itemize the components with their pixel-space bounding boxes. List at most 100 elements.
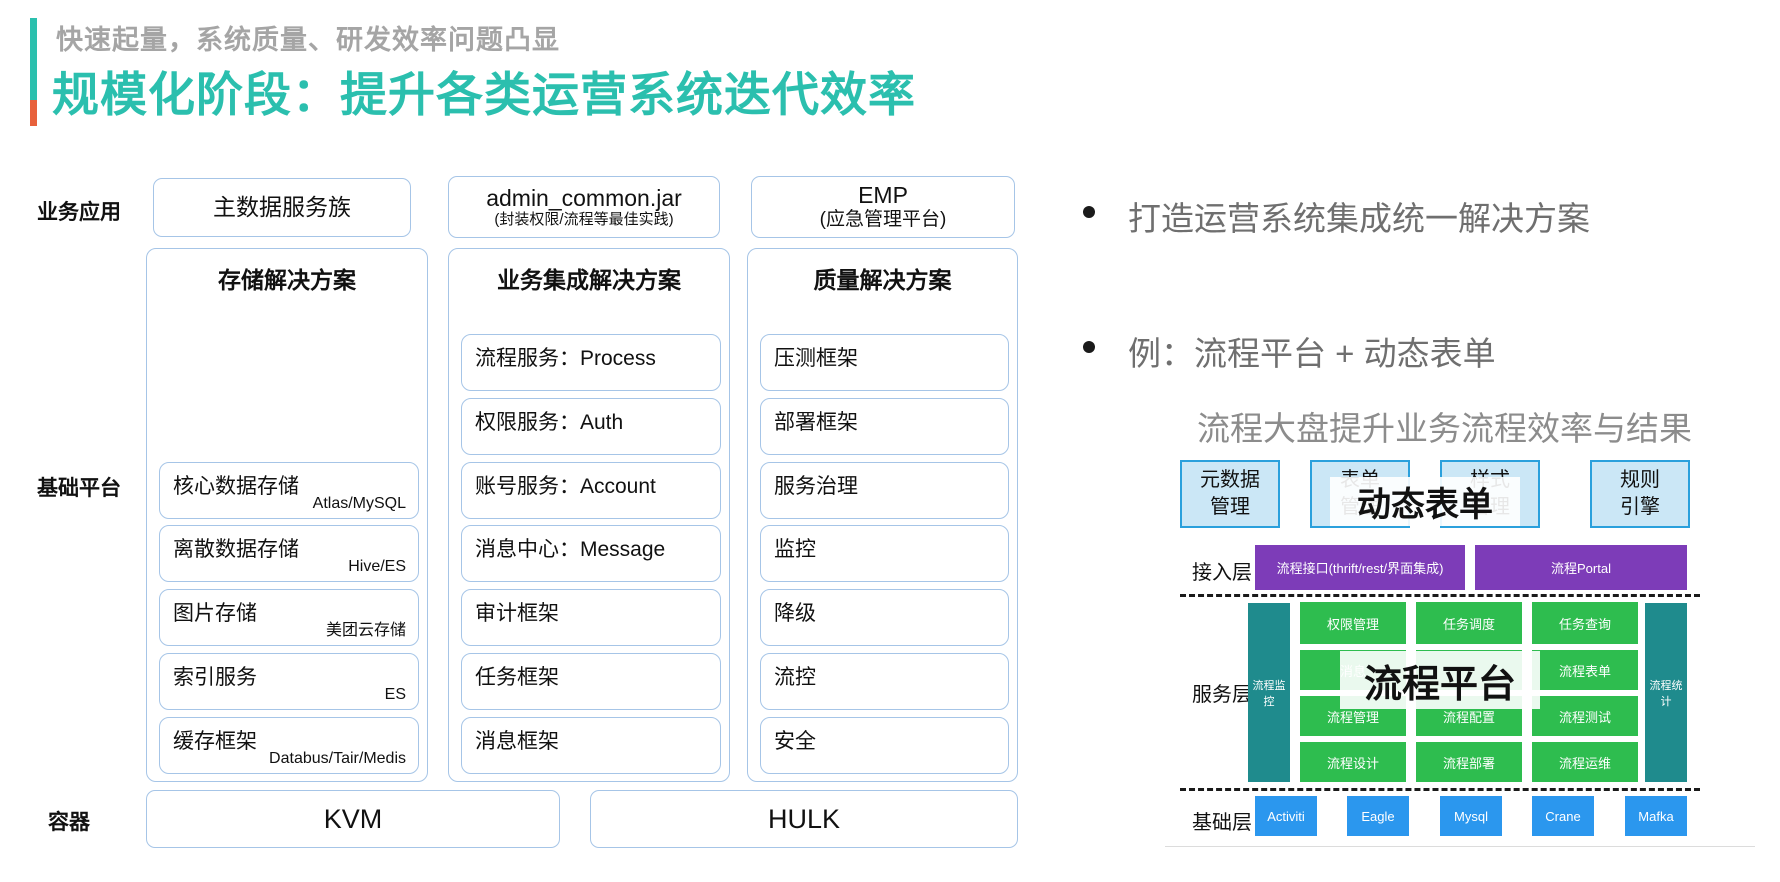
layer-label-service: 服务层 (1192, 684, 1252, 706)
column-header: 存储解决方案 (218, 267, 356, 293)
integration-box-account: 账号服务：Account (461, 462, 721, 519)
row-label-platform: 基础平台 (37, 477, 121, 500)
box-title: 账号服务：Account (475, 475, 656, 498)
layer-label-base: 基础层 (1192, 812, 1252, 834)
base-box-activiti: Activiti (1255, 796, 1317, 836)
service-box: 权限管理 (1300, 602, 1406, 644)
bullet-item: 例：流程平台 + 动态表单 (1128, 335, 1496, 372)
integration-box-msg-framework: 消息框架 (461, 717, 721, 774)
dynamic-form-overlay: 动态表单 (1330, 477, 1520, 526)
accent-bar-teal (30, 18, 37, 100)
service-box: 流程测试 (1532, 696, 1638, 736)
storage-box-index: 索引服务 ES (159, 653, 419, 710)
quality-box-monitor: 监控 (760, 525, 1009, 582)
container-box-kvm: KVM (146, 790, 560, 848)
box-sub: 美团云存储 (325, 622, 406, 639)
quality-box-deploy: 部署框架 (760, 398, 1009, 455)
app-box-title: admin_common.jar (486, 184, 682, 211)
quality-box-degrade: 降级 (760, 589, 1009, 646)
app-box-subtitle: (封装权限/流程等最佳实践) (494, 211, 674, 229)
quality-box-flowcontrol: 流控 (760, 653, 1009, 710)
box-sub: Hive/ES (348, 558, 406, 575)
app-box-admin-common: admin_common.jar (封装权限/流程等最佳实践) (448, 176, 720, 238)
column-integration: 业务集成解决方案 流程服务：Process 权限服务：Auth 账号服务：Acc… (448, 248, 730, 782)
form-box-metadata: 元数据 管理 (1180, 460, 1280, 528)
app-box-emp: EMP (应急管理平台) (751, 176, 1015, 238)
layer-label-access: 接入层 (1192, 562, 1252, 584)
integration-box-message: 消息中心：Message (461, 525, 721, 582)
mini-diagram-heading: 流程大盘提升业务流程效率与结果 (1197, 410, 1692, 447)
service-box: 流程设计 (1300, 742, 1406, 782)
quality-box-security: 安全 (760, 717, 1009, 774)
box-title: 核心数据存储 (173, 475, 299, 498)
page-title: 规模化阶段：提升各类运营系统迭代效率 (52, 68, 916, 121)
integration-box-task: 任务框架 (461, 653, 721, 710)
storage-box-image: 图片存储 美团云存储 (159, 589, 419, 646)
base-box-eagle: Eagle (1347, 796, 1409, 836)
column-quality: 质量解决方案 压测框架 部署框架 服务治理 监控 降级 流控 安全 (747, 248, 1018, 782)
box-title: 流控 (774, 666, 816, 689)
box-title: 消息框架 (475, 730, 559, 753)
form-box-rule-engine: 规则 引擎 (1590, 460, 1690, 528)
box-title: 服务治理 (774, 475, 858, 498)
base-box-mafka: Mafka (1625, 796, 1687, 836)
dashed-divider (1180, 594, 1700, 597)
storage-box-cache: 缓存框架 Databus/Tair/Medis (159, 717, 419, 774)
storage-box-core-data: 核心数据存储 Atlas/MySQL (159, 462, 419, 519)
box-title: 降级 (774, 602, 816, 625)
bullet-item: 打造运营系统集成统一解决方案 (1128, 200, 1590, 237)
box-title: 离散数据存储 (173, 538, 299, 561)
process-platform-overlay: 流程平台 (1340, 651, 1540, 709)
app-box-title: 主数据服务族 (213, 194, 351, 221)
app-box-title: EMP (858, 182, 908, 209)
base-box-mysql: Mysql (1440, 796, 1502, 836)
box-title: 图片存储 (173, 602, 257, 625)
box-sub: Atlas/MySQL (312, 495, 406, 512)
service-box: 流程运维 (1532, 742, 1638, 782)
service-box: 流程部署 (1416, 742, 1522, 782)
box-title: 缓存框架 (173, 730, 257, 753)
integration-box-auth: 权限服务：Auth (461, 398, 721, 455)
box-sub: ES (384, 686, 406, 703)
quality-box-governance: 服务治理 (760, 462, 1009, 519)
service-bar-stats: 流程统计 (1645, 603, 1687, 782)
base-box-crane: Crane (1532, 796, 1594, 836)
storage-box-discrete-data: 离散数据存储 Hive/ES (159, 525, 419, 582)
box-title: 监控 (774, 538, 816, 561)
box-title: 部署框架 (774, 411, 858, 434)
integration-box-audit: 审计框架 (461, 589, 721, 646)
box-line: 管理 (1210, 496, 1250, 518)
integration-box-process: 流程服务：Process (461, 334, 721, 391)
box-line: 元数据 (1200, 469, 1260, 491)
box-title: 消息中心：Message (475, 538, 666, 561)
dashed-divider (1180, 788, 1700, 791)
box-title: 索引服务 (173, 666, 257, 689)
app-box-master-data: 主数据服务族 (153, 178, 411, 237)
column-header: 质量解决方案 (813, 267, 952, 293)
container-box-hulk: HULK (590, 790, 1018, 848)
column-header: 业务集成解决方案 (497, 267, 681, 293)
service-box: 流程表单 (1532, 650, 1638, 690)
box-title: 流程服务：Process (475, 347, 656, 370)
bullet-dot (1083, 341, 1095, 353)
access-box-portal: 流程Portal (1475, 545, 1687, 590)
box-title: 权限服务：Auth (475, 411, 624, 434)
row-label-apps: 业务应用 (37, 201, 121, 224)
access-box-interface: 流程接口(thrift/rest/界面集成) (1255, 545, 1465, 590)
app-box-subtitle: (应急管理平台) (819, 208, 947, 230)
service-box: 任务调度 (1416, 602, 1522, 644)
service-bar-monitor: 流程监控 (1248, 603, 1290, 782)
quality-box-loadtest: 压测框架 (760, 334, 1009, 391)
box-title: 任务框架 (475, 666, 559, 689)
kicker-text: 快速起量，系统质量、研发效率问题凸显 (56, 25, 560, 55)
box-title: 审计框架 (475, 602, 559, 625)
row-label-container: 容器 (48, 811, 90, 834)
box-line: 引擎 (1620, 496, 1660, 518)
box-line: 规则 (1620, 469, 1660, 491)
box-title: 压测框架 (774, 347, 858, 370)
box-sub: Databus/Tair/Medis (269, 750, 406, 767)
service-box: 任务查询 (1532, 602, 1638, 644)
column-storage: 存储解决方案 核心数据存储 Atlas/MySQL 离散数据存储 Hive/ES… (146, 248, 428, 782)
bullet-dot (1083, 206, 1095, 218)
